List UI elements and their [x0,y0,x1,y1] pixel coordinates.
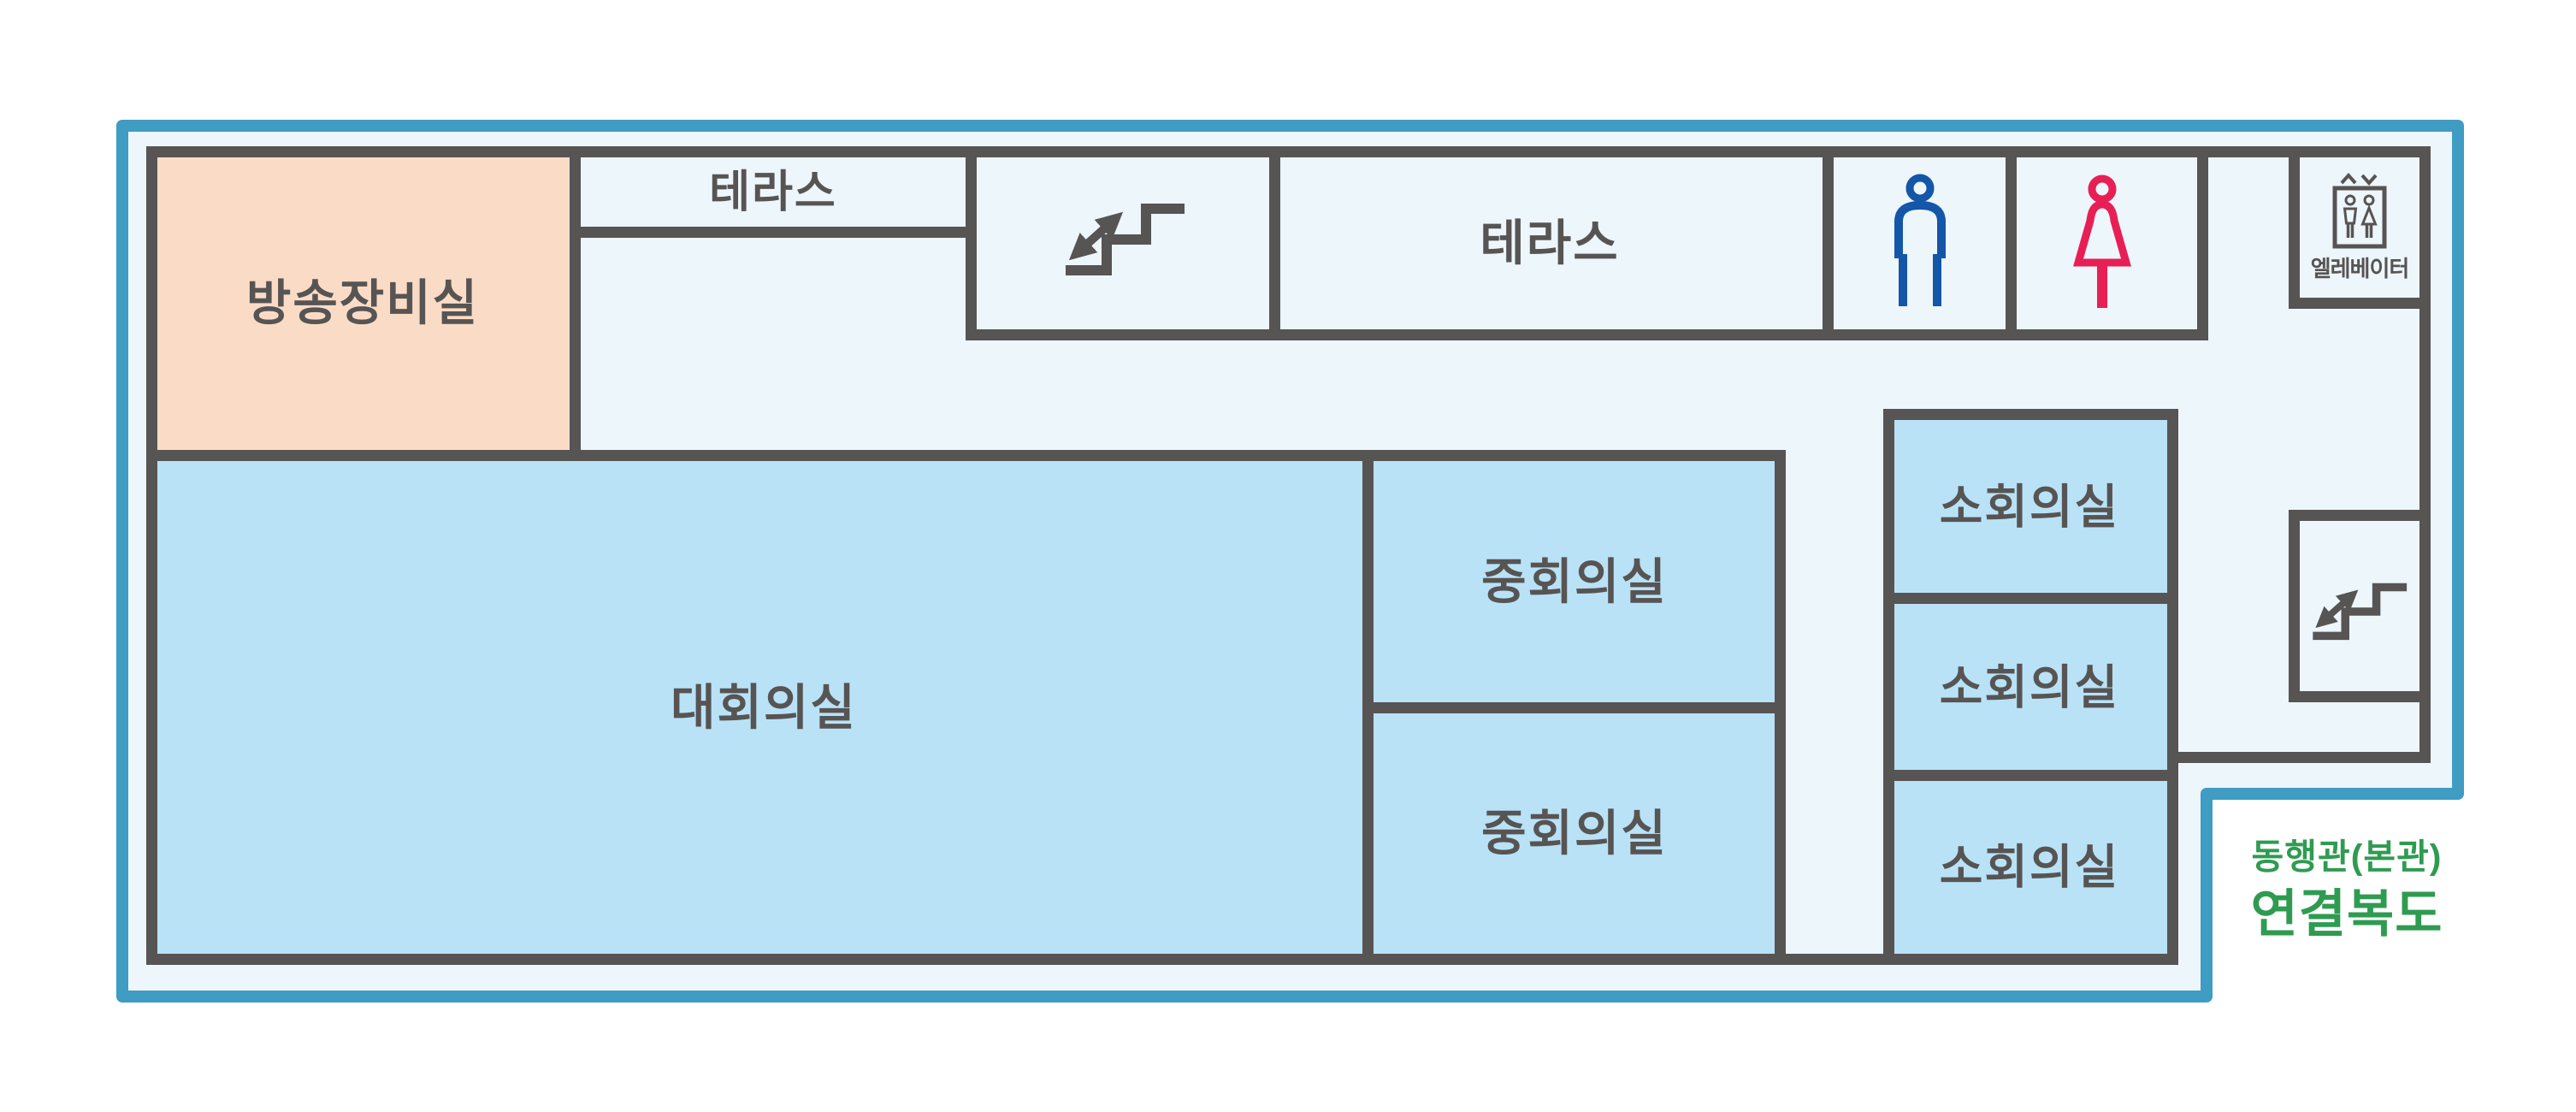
elevator-label: 엘레베이터 [2310,256,2410,281]
room-label-small-conference-1: 소회의실 [1939,480,2120,534]
interior-walls [146,146,2431,965]
broadcast-room-fill [151,151,575,456]
large-conference-fill [151,456,1368,959]
room-fills [151,151,2173,959]
room-label-small-conference-3: 소회의실 [1939,840,2120,894]
annotation-connecting-corridor-line1: 동행관(본관) [2251,837,2443,877]
medium-conference-2-fill [1368,708,1780,959]
room-label-small-conference-2: 소회의실 [1939,660,2120,714]
room-label-medium-conference-1: 중회의실 [1481,554,1668,610]
male-restroom-icon [1894,174,1946,306]
room-label-medium-conference-2: 중회의실 [1481,806,1668,861]
room-label-broadcast: 방송장비실 [245,275,480,331]
medium-conference-1-fill [1368,456,1780,708]
annotation-connecting-corridor-line2: 연결복도 [2250,885,2443,943]
room-label-large-conference: 대회의실 [671,680,857,736]
small-conference-3-fill [1888,776,2173,959]
room-label-terrace-main: 테라스 [1480,216,1620,271]
small-conference-2-fill [1888,599,2173,776]
female-restroom-icon [2073,174,2131,308]
elevator-icon [2332,172,2387,249]
room-label-terrace-top: 테라스 [709,168,837,217]
small-conference-1-fill [1888,414,2173,599]
